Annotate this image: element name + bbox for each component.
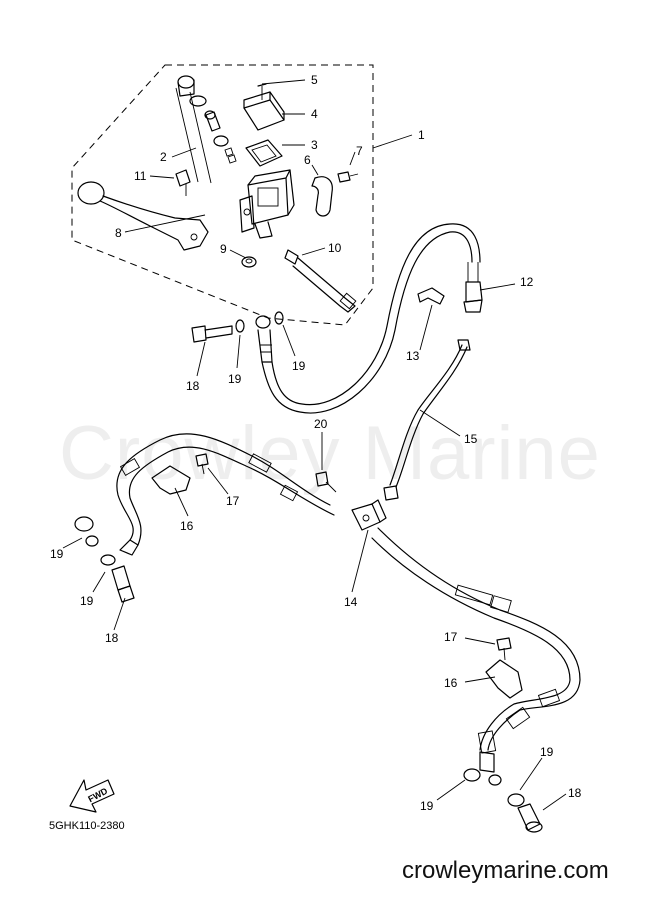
callout-1: 1: [418, 128, 425, 142]
union-bolt-upper: [191, 325, 233, 343]
callout-labels: 5 4 3 1 6 7 2 11 8 9 10 12 13 18 19 19 1…: [50, 73, 582, 813]
callout-9: 9: [220, 242, 227, 256]
callout-19-upper-right: 19: [292, 359, 306, 373]
piston-kit: [175, 75, 237, 184]
holder-bolt: [337, 171, 359, 183]
footer-brand[interactable]: crowleymarine.com: [402, 857, 609, 884]
copper-washer-left-1: [74, 516, 94, 532]
callout-8: 8: [115, 226, 122, 240]
master-cylinder: [239, 169, 295, 239]
hose-clip: [417, 287, 445, 305]
copper-washer-upper-2: [274, 311, 284, 325]
watermark-text: Crowley Marine: [59, 411, 601, 496]
callout-12: 12: [520, 275, 534, 289]
callout-6: 6: [304, 153, 311, 167]
copper-washer-right-2: [507, 793, 525, 807]
guide-bolt-lower: [496, 637, 512, 661]
brake-hose-joint: [351, 499, 387, 531]
callout-5: 5: [311, 73, 318, 87]
copper-washer-left-2: [100, 554, 116, 566]
brake-switch: [284, 249, 357, 313]
guide-bolt-upper: [195, 453, 209, 475]
callout-16-lower: 16: [444, 676, 458, 690]
hose-protector-segments: [119, 453, 561, 754]
fwd-arrow: FWD: [69, 779, 115, 813]
callout-3: 3: [311, 138, 318, 152]
callout-19-right-2: 19: [420, 799, 434, 813]
copper-washer-upper-1: [235, 319, 245, 333]
callout-17-upper: 17: [226, 494, 240, 508]
master-cylinder-holder: [311, 176, 333, 217]
lever-pivot-bolt: [175, 169, 191, 196]
lever-nut: [241, 256, 257, 268]
callout-13: 13: [406, 349, 420, 363]
hose-guide-lower: [485, 659, 523, 699]
callout-18-upper: 18: [186, 379, 200, 393]
hose-joint-fitting: [463, 262, 483, 313]
union-bolt-right: [517, 803, 543, 833]
union-bolt-left: [111, 565, 135, 603]
callout-19-left-2: 19: [80, 594, 94, 608]
diaphragm: [245, 139, 283, 167]
callout-18-left: 18: [105, 631, 119, 645]
leader-lines: [62, 79, 567, 811]
callout-19-left-1: 19: [50, 547, 64, 561]
callout-11: 11: [134, 169, 147, 183]
callout-4: 4: [311, 107, 318, 121]
callout-20: 20: [314, 417, 328, 431]
callout-18-right: 18: [568, 786, 582, 800]
brake-hose-lower: [85, 433, 581, 786]
brake-lever: [77, 181, 209, 251]
hose-guide-upper: [151, 465, 191, 495]
brake-hose-banjo-upper: [255, 223, 481, 414]
joint-bolt: [315, 471, 337, 493]
callout-10: 10: [328, 241, 342, 255]
callout-19-upper-left: 19: [228, 372, 242, 386]
brake-pipe: [383, 339, 471, 501]
callout-14: 14: [344, 595, 358, 609]
callout-15: 15: [464, 432, 478, 446]
cap-screw: [257, 83, 267, 100]
callout-17-lower: 17: [444, 630, 458, 644]
drawing-code: 5GHK110-2380: [49, 820, 125, 832]
callout-19-right-1: 19: [540, 745, 554, 759]
assembly-boundary: [71, 64, 374, 326]
callout-16-upper: 16: [180, 519, 194, 533]
callout-2: 2: [160, 150, 167, 164]
callout-7: 7: [356, 144, 363, 158]
reservoir-cap: [243, 91, 285, 131]
copper-washer-right-1: [463, 768, 481, 782]
